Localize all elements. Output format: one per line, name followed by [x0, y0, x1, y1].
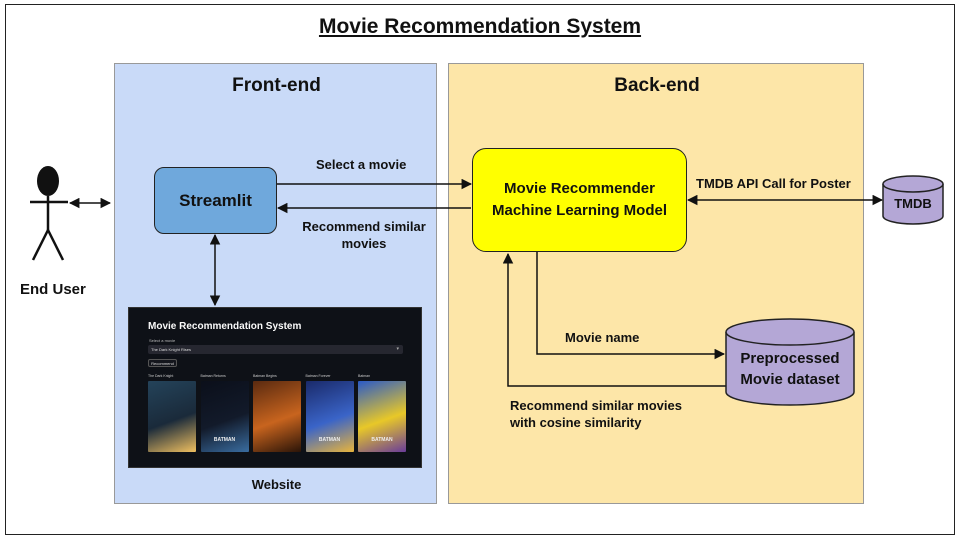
tmdb-label: TMDB	[894, 196, 932, 211]
backend-title: Back-end	[614, 75, 700, 96]
poster-title-text: BATMAN	[318, 437, 341, 443]
website-title: Movie Recommendation System	[148, 321, 302, 332]
website-recommend-button[interactable]: Recommend	[148, 359, 177, 367]
website-movie-poster[interactable]: BATMAN	[305, 381, 354, 452]
website-movie-poster[interactable]: BATMAN	[200, 381, 249, 452]
backend-panel: Back-end	[448, 63, 864, 504]
ml-model-node: Movie Recommender Machine Learning Model	[472, 148, 687, 252]
website-movie-poster[interactable]	[253, 381, 301, 452]
tmdb-database-shape	[882, 175, 944, 225]
edge-label-recommend-cosine: Recommend similar movies with cosine sim…	[510, 398, 682, 430]
diagram-frame	[5, 4, 955, 535]
edge-label-movie-name: Movie name	[565, 330, 640, 345]
dataset-label: Preprocessed Movie dataset	[740, 350, 840, 388]
edge-label-select-movie: Select a movie	[316, 157, 407, 172]
website-movie-name: Batman Forever	[305, 374, 331, 378]
website-movie-select[interactable]: The Dark Knight Rises ▾	[148, 345, 403, 354]
poster-title-text: BATMAN	[371, 437, 393, 443]
edge-label-recommend-similar: Recommend similar movies	[302, 219, 426, 251]
end-user-stick-figure	[30, 166, 68, 261]
chevron-down-icon: ▾	[396, 346, 399, 352]
website-select-value: The Dark Knight Rises	[151, 347, 192, 352]
website-movie-poster[interactable]: BATMAN	[358, 381, 406, 452]
website-movie-name: Batman Begins	[253, 374, 277, 378]
website-movie-name: The Dark Knight	[148, 374, 174, 378]
streamlit-node: Streamlit	[154, 167, 277, 234]
website-movie-name: Batman	[358, 374, 371, 378]
dataset-database-shape	[725, 318, 855, 406]
diagram-title: Movie Recommendation System	[318, 15, 642, 38]
poster-title-text: BATMAN	[213, 437, 236, 443]
website-movie-name: Batman Returns	[200, 374, 226, 378]
edge-recommend-cosine	[502, 252, 726, 387]
edge-label-tmdb-call: TMDB API Call for Poster	[696, 176, 851, 191]
website-movie-poster[interactable]	[148, 381, 196, 452]
website-screenshot: Movie Recommendation System Select a mov…	[128, 307, 422, 468]
edge-movie-name	[536, 252, 726, 360]
website-caption: Website	[251, 477, 302, 492]
end-user-label: End User	[20, 281, 86, 298]
frontend-title: Front-end	[232, 75, 321, 96]
website-select-label: Select a movie	[149, 338, 176, 343]
